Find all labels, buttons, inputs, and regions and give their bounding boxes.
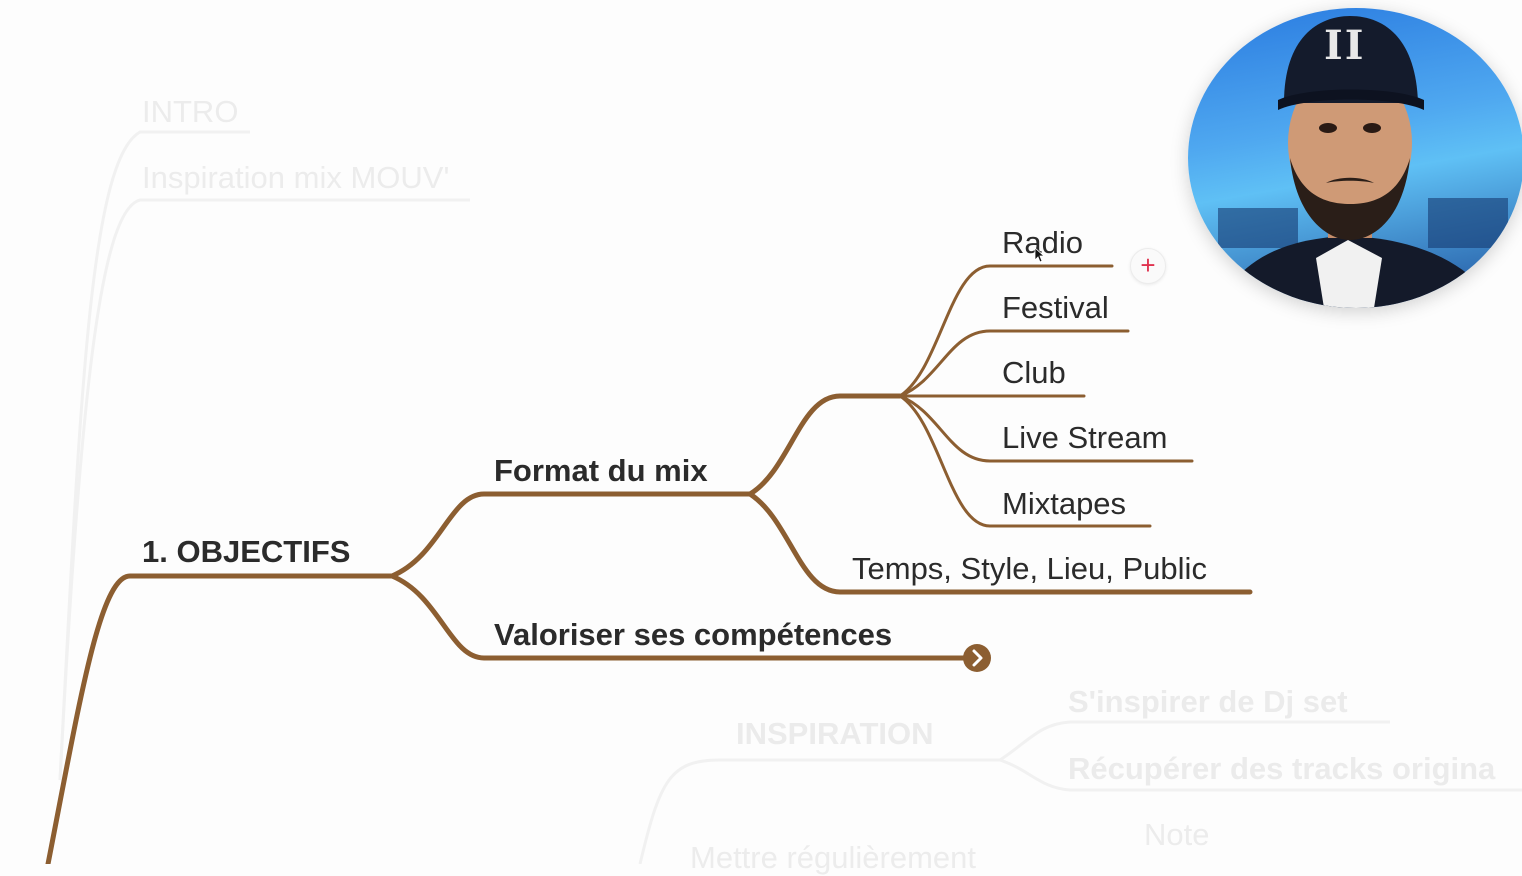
plus-icon: + bbox=[1140, 250, 1156, 280]
node-tracks[interactable]: Récupérer des tracks origina bbox=[1068, 751, 1496, 786]
branch-radio bbox=[898, 264, 1114, 398]
chevron-right-icon[interactable] bbox=[963, 644, 991, 672]
branch-lines bbox=[45, 393, 1253, 864]
add-node-button[interactable]: + bbox=[1130, 248, 1166, 284]
node-inspiration-mix[interactable]: Inspiration mix MOUV' bbox=[142, 160, 450, 195]
faded-connectors bbox=[58, 130, 1522, 864]
presenter-image bbox=[1218, 16, 1508, 308]
branch-temps bbox=[747, 491, 1253, 595]
node-valoriser[interactable]: Valoriser ses compétences bbox=[494, 617, 893, 652]
node-note[interactable]: Note bbox=[1144, 817, 1210, 852]
sub-branch-lines bbox=[898, 264, 1194, 528]
node-live-stream[interactable]: Live Stream bbox=[1002, 420, 1168, 455]
node-intro[interactable]: INTRO bbox=[142, 94, 239, 129]
branch-format bbox=[389, 491, 753, 579]
node-mettre[interactable]: Mettre régulièrement bbox=[690, 840, 977, 875]
branch-festival bbox=[898, 329, 1130, 398]
branch-mixtapes bbox=[898, 394, 1152, 528]
node-dj-set[interactable]: S'inspirer de Dj set bbox=[1068, 684, 1348, 719]
branch-objectifs bbox=[45, 573, 395, 864]
branch-format-stem bbox=[747, 393, 903, 497]
node-club[interactable]: Club bbox=[1002, 355, 1066, 390]
node-inspiration[interactable]: INSPIRATION bbox=[736, 716, 934, 751]
node-temps-style[interactable]: Temps, Style, Lieu, Public bbox=[852, 551, 1207, 586]
branch-livestream bbox=[898, 394, 1194, 463]
node-format-du-mix[interactable]: Format du mix bbox=[494, 453, 708, 488]
node-mixtapes[interactable]: Mixtapes bbox=[1002, 486, 1127, 521]
cap-logo: II bbox=[1324, 22, 1366, 69]
webcam-overlay: II bbox=[1188, 8, 1522, 308]
mouse-cursor-icon bbox=[1034, 247, 1044, 263]
branch-valoriser bbox=[389, 573, 975, 661]
node-festival[interactable]: Festival bbox=[1002, 290, 1109, 325]
node-objectifs[interactable]: 1. OBJECTIFS bbox=[142, 534, 351, 569]
